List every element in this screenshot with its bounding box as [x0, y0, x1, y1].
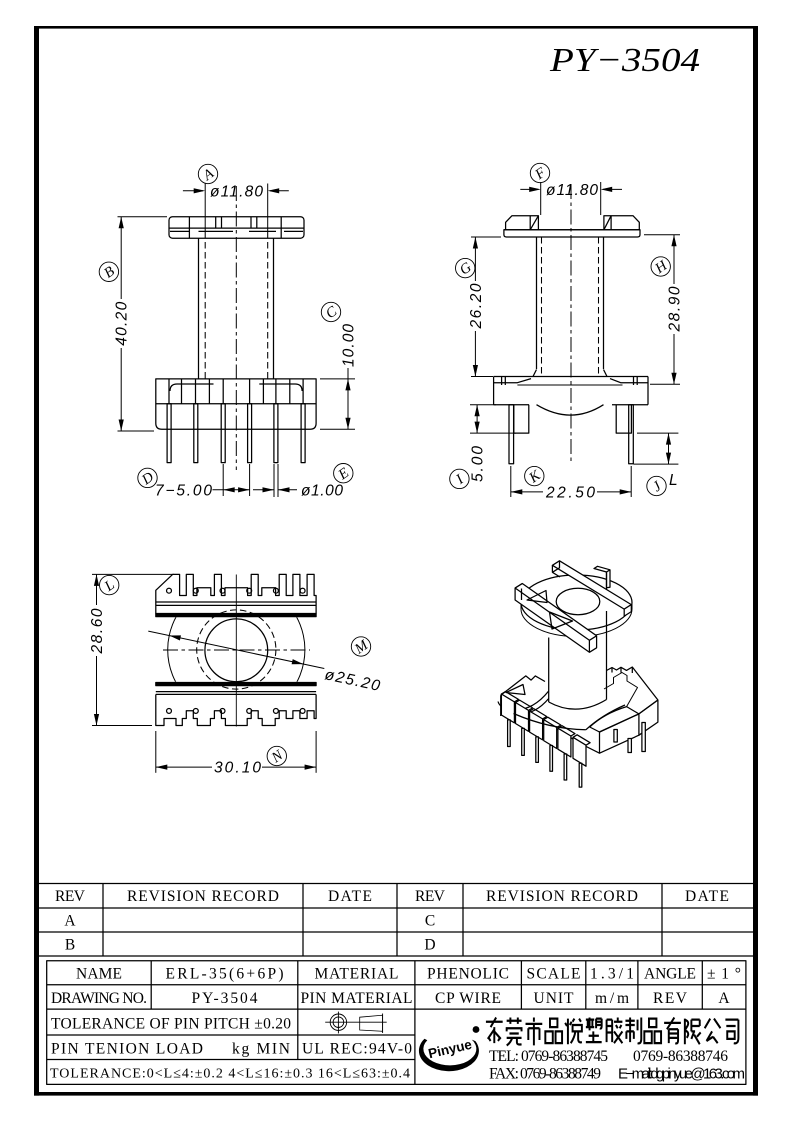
svg-text:DATE: DATE	[328, 888, 372, 905]
svg-text:kg MIN: kg MIN	[232, 1041, 290, 1058]
svg-text:E−mail:dgpinyue@163.com: E−mail:dgpinyue@163.com	[618, 1066, 745, 1083]
svg-text:ø1.00: ø1.00	[301, 482, 343, 499]
svg-text:ERL-35(6+6P): ERL-35(6+6P)	[166, 966, 284, 983]
svg-text:PHENOLIC: PHENOLIC	[427, 966, 509, 983]
svg-text:UL REC:94V-0: UL REC:94V-0	[302, 1041, 412, 1058]
svg-text:ANGLE: ANGLE	[644, 966, 696, 983]
svg-text:PY-3504: PY-3504	[192, 990, 258, 1007]
svg-text:10.00: 10.00	[341, 324, 358, 367]
svg-text:B: B	[65, 937, 75, 954]
svg-text:PIN TENION LOAD: PIN TENION LOAD	[51, 1041, 203, 1058]
svg-text:28.60: 28.60	[89, 608, 106, 654]
svg-text:I: I	[453, 471, 468, 488]
svg-text:30.10: 30.10	[214, 760, 261, 777]
svg-text:PY−3504: PY−3504	[549, 42, 700, 79]
svg-text:UNIT: UNIT	[534, 990, 575, 1007]
svg-text:C: C	[425, 913, 435, 930]
svg-text:1.3/1: 1.3/1	[590, 966, 634, 983]
svg-text:±1°: ±1°	[707, 966, 741, 983]
svg-text:0769-86388746: 0769-86388746	[633, 1048, 728, 1065]
svg-text:D: D	[424, 937, 435, 954]
svg-text:L: L	[669, 472, 678, 489]
svg-text:TEL: 0769-86388745: TEL: 0769-86388745	[489, 1048, 608, 1065]
svg-text:A: A	[64, 913, 76, 930]
svg-text:A: A	[718, 990, 730, 1007]
svg-text:ø11.80: ø11.80	[546, 182, 598, 199]
svg-text:DRAWING NO.: DRAWING NO.	[51, 990, 147, 1007]
svg-text:26.20: 26.20	[468, 283, 485, 329]
svg-text:ø11.80: ø11.80	[210, 183, 263, 200]
svg-text:DATE: DATE	[685, 888, 729, 905]
svg-text:22.50: 22.50	[545, 484, 595, 501]
svg-text:MATERIAL: MATERIAL	[315, 966, 399, 983]
svg-text:REVISION RECORD: REVISION RECORD	[486, 888, 638, 905]
svg-text:40.20: 40.20	[114, 301, 131, 345]
svg-text:J: J	[650, 478, 665, 495]
svg-text:REV: REV	[55, 888, 86, 905]
svg-text:REVISION RECORD: REVISION RECORD	[127, 888, 279, 905]
svg-text:m/m: m/m	[595, 990, 629, 1007]
svg-text:REV: REV	[415, 888, 446, 905]
svg-text:TOLERANCE:0<L≤4:±0.2 4<L≤16:±: TOLERANCE:0<L≤4:±0.2 4<L≤16:±0.3 16<L≤63…	[50, 1067, 410, 1082]
svg-text:PIN MATERIAL: PIN MATERIAL	[301, 990, 413, 1007]
svg-text:7−5.00: 7−5.00	[155, 482, 212, 499]
svg-text:TOLERANCE OF PIN PITCH ±0.20: TOLERANCE OF PIN PITCH ±0.20	[51, 1016, 291, 1033]
svg-text:28.90: 28.90	[667, 286, 684, 332]
svg-text:CP WIRE: CP WIRE	[435, 990, 501, 1007]
svg-text:5.00: 5.00	[470, 446, 487, 482]
svg-text:REV: REV	[653, 990, 688, 1007]
svg-text:FAX: 0769-86388749: FAX: 0769-86388749	[489, 1066, 601, 1083]
svg-text:ø25.20: ø25.20	[323, 666, 382, 695]
svg-text:NAME: NAME	[76, 966, 122, 983]
svg-text:Pinyue: Pinyue	[427, 1037, 474, 1062]
svg-text:SCALE: SCALE	[527, 966, 581, 983]
